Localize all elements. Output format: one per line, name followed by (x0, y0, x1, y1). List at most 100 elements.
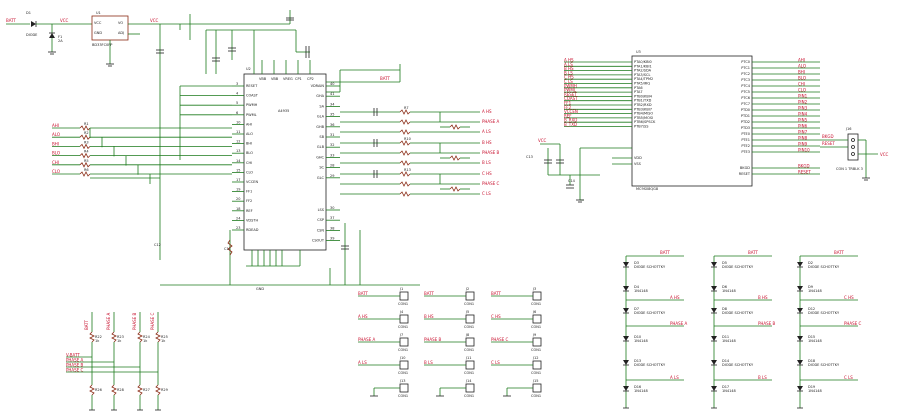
sense-res-bot-ref: R29 (161, 388, 168, 392)
sense-net-label: PHASE C (66, 368, 83, 373)
sense-top-label: PHASE A (106, 313, 111, 330)
connector-part: CON1 (398, 371, 408, 375)
regulator-u1 (91, 15, 129, 41)
gate-output-label: PHASE C (482, 181, 499, 186)
driver-pin-number: 28 (330, 164, 334, 168)
diode-ref: D16 (634, 385, 641, 389)
driver-pin-alo: ALO (246, 132, 253, 136)
mcu-pin-label: PTC0 (741, 60, 750, 64)
connector-ref: J3 (532, 287, 536, 291)
c14-ref: C14 (568, 179, 576, 183)
mcu-pin-label: PTB6/SPSCK (634, 120, 656, 124)
mcu-net-label: PWML (564, 88, 577, 93)
gate-output-label: C HS (482, 171, 492, 176)
gate-output-label: B LS (482, 160, 491, 165)
connector-part: CON1 (464, 371, 474, 375)
driver-pin-number: 36 (330, 123, 334, 127)
gate-output-label: C LS (482, 191, 491, 196)
connector-net-label: PHASE B (424, 337, 441, 342)
sense-res-value: 1k (117, 339, 122, 343)
driver-pin-number: 3 (236, 82, 238, 86)
diode-type: 1N4148 (808, 339, 822, 343)
bdm-body (847, 133, 859, 161)
driver-pin-top: CP1 (295, 77, 302, 81)
connector-body (399, 337, 409, 347)
mcu-pin-label: PTA2/SDA (634, 69, 652, 73)
connector-part: CON1 (464, 302, 474, 306)
sense-top-label: PHASE B (132, 313, 137, 330)
diode-ref: D5 (722, 261, 727, 265)
batt-vdrain-label: BATT (380, 76, 391, 81)
driver-pin-number: 18 (236, 207, 240, 211)
mcu-net-label: PIN5 (798, 118, 808, 123)
diode-type: 1N4148 (722, 339, 736, 343)
resistor-symbol (137, 384, 143, 396)
mcu-pin-label: PTD0 (741, 108, 750, 112)
diode-ref: D3 (634, 261, 639, 265)
driver-bottom-pins (246, 250, 301, 267)
diode-type: 1N4148 (722, 389, 736, 393)
driver-pin-ref: REF (246, 209, 253, 213)
connector-ref: J15 (532, 379, 539, 383)
gate-resistor-ref: R13 (404, 168, 411, 172)
connector-net-label: PHASE C (491, 337, 508, 342)
driver-pin-number: 14 (236, 159, 241, 163)
mcu-pin-label: PTD3 (741, 126, 750, 130)
connector-body (465, 383, 475, 393)
diode-net-label: B LS (758, 375, 767, 380)
connector-body (465, 314, 475, 324)
connector-body (532, 383, 542, 393)
mcu-pin-label: PTB1/TXD (634, 99, 652, 103)
connector-ref: J10 (399, 356, 406, 360)
diode-type: 1N4148 (722, 289, 736, 293)
sense-res-bot-ref: R27 (143, 388, 150, 392)
sense-res-bot-ref: R28 (117, 388, 124, 392)
bdm-reset-label: RESET (822, 141, 835, 146)
diode-type: DIODE SCHOTTKY (634, 363, 666, 367)
mcu-part: MC9S08QG8 (636, 187, 658, 191)
mcu-pin-label: PTA1/KBI1 (634, 64, 652, 68)
mcu-net-label: CHI (798, 82, 805, 87)
resistor-symbol (79, 125, 91, 131)
mcu-pin-label: RESET (739, 172, 751, 176)
mcu-net-label: A LS (564, 62, 573, 67)
gate-output-label: A LS (482, 129, 491, 134)
tvs-symbol (49, 33, 55, 38)
gate-input-label-alo: ALO (52, 132, 60, 137)
batt-net-label: BATT (6, 18, 17, 23)
driver-pin-number: 41 (330, 92, 334, 96)
sense-res-value: 1k (95, 339, 100, 343)
connector-part: CON1 (531, 325, 541, 329)
mcu-pin-label: PTA3/SCL (634, 73, 650, 77)
diode-ref: D8 (722, 307, 727, 311)
resistor-symbol (449, 155, 461, 161)
gate-input-resistor-ref: R2 (84, 131, 89, 135)
connector-body (532, 360, 542, 370)
diode-ref: D9 (808, 285, 813, 289)
diode-symbol (623, 308, 629, 313)
driver-pin-vdsth: VDSTH (246, 218, 258, 222)
driver-pin-ahi: AHI (246, 122, 252, 126)
mcu-pin-label: PTA7 (634, 90, 643, 94)
mcu-net-label: B HS (564, 66, 574, 71)
driver-pin-number: 4 (236, 92, 239, 96)
diode-ref: D2 (808, 261, 813, 265)
driver-pin-number: 20 (236, 197, 240, 201)
connector-part: CON1 (531, 302, 541, 306)
driver-pin-number: 37 (330, 216, 334, 220)
resistor-symbol (111, 384, 117, 396)
mcu-net-label: ALO (798, 64, 806, 69)
diode-ref: D15 (808, 335, 815, 339)
diode-ref: D13 (634, 359, 641, 363)
connector-body (532, 337, 542, 347)
diode-net-label: A HS (670, 295, 680, 300)
mcu-pin-label: PTB0/KBI4 (634, 94, 653, 98)
mcu-net-label: COAST (564, 96, 578, 101)
diode-ref: D11 (722, 335, 729, 339)
mcu-pin-label: PTE1 (741, 138, 750, 142)
